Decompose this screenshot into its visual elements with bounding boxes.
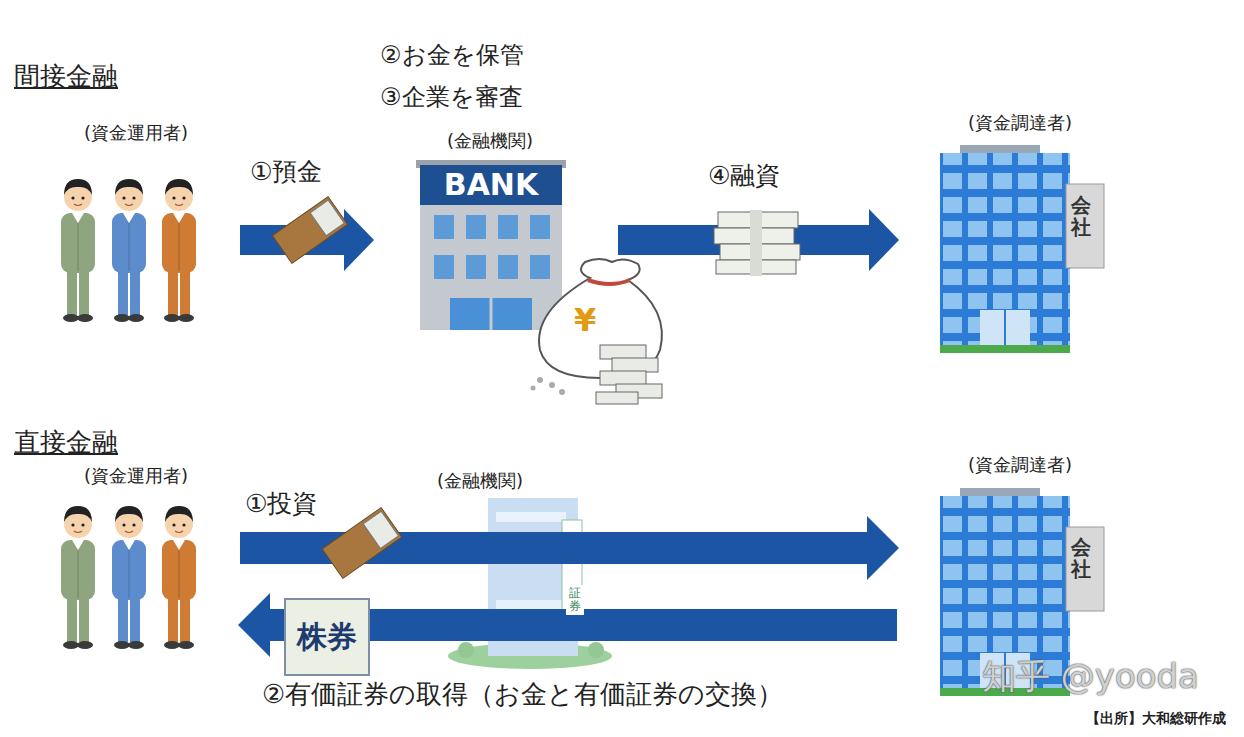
node-text: ②お金を保管 <box>380 40 524 70</box>
section-heading: 間接金融 <box>14 60 118 93</box>
node-text: ③企業を審査 <box>380 82 523 112</box>
edge-label: ②有価証券の取得（お金と有価証券の交換） <box>262 678 783 711</box>
node-group: (金融機関) 証券 <box>420 465 600 665</box>
node-group: (資金運用者) <box>40 122 232 322</box>
vertical-sign-text: 証券 <box>566 585 584 615</box>
node-text: (資金調達者) <box>905 454 1135 477</box>
node-text: (資金調達者) <box>905 112 1135 135</box>
stock-certificate: 株券 <box>284 598 370 676</box>
vertical-sign-text: 会社 <box>1068 534 1094 582</box>
node-group: (資金調達者) 会社 <box>905 110 1135 360</box>
edge-label: ①投資 <box>245 488 317 519</box>
node-group: ②お金を保管 ③企業を審査 (金融機関) BANK <box>380 40 610 340</box>
edge-label: ④融資 <box>708 160 780 191</box>
source-note: 【出所】大和総研作成 <box>1086 710 1226 728</box>
node-text: BANK <box>420 165 562 205</box>
watermark: 知乎 @yooda <box>982 655 1199 698</box>
node-text: (資金運用者) <box>40 122 232 145</box>
node-text: (金融機関) <box>380 130 600 153</box>
node-group: (資金運用者) <box>40 465 232 655</box>
currency-symbol: ¥ <box>574 300 596 340</box>
edge-label: ①預金 <box>250 156 322 187</box>
section-heading: 直接金融 <box>14 426 118 459</box>
node-text: (資金運用者) <box>40 465 232 488</box>
vertical-sign-text: 会社 <box>1068 192 1094 240</box>
node-text: (金融機関) <box>420 470 540 493</box>
